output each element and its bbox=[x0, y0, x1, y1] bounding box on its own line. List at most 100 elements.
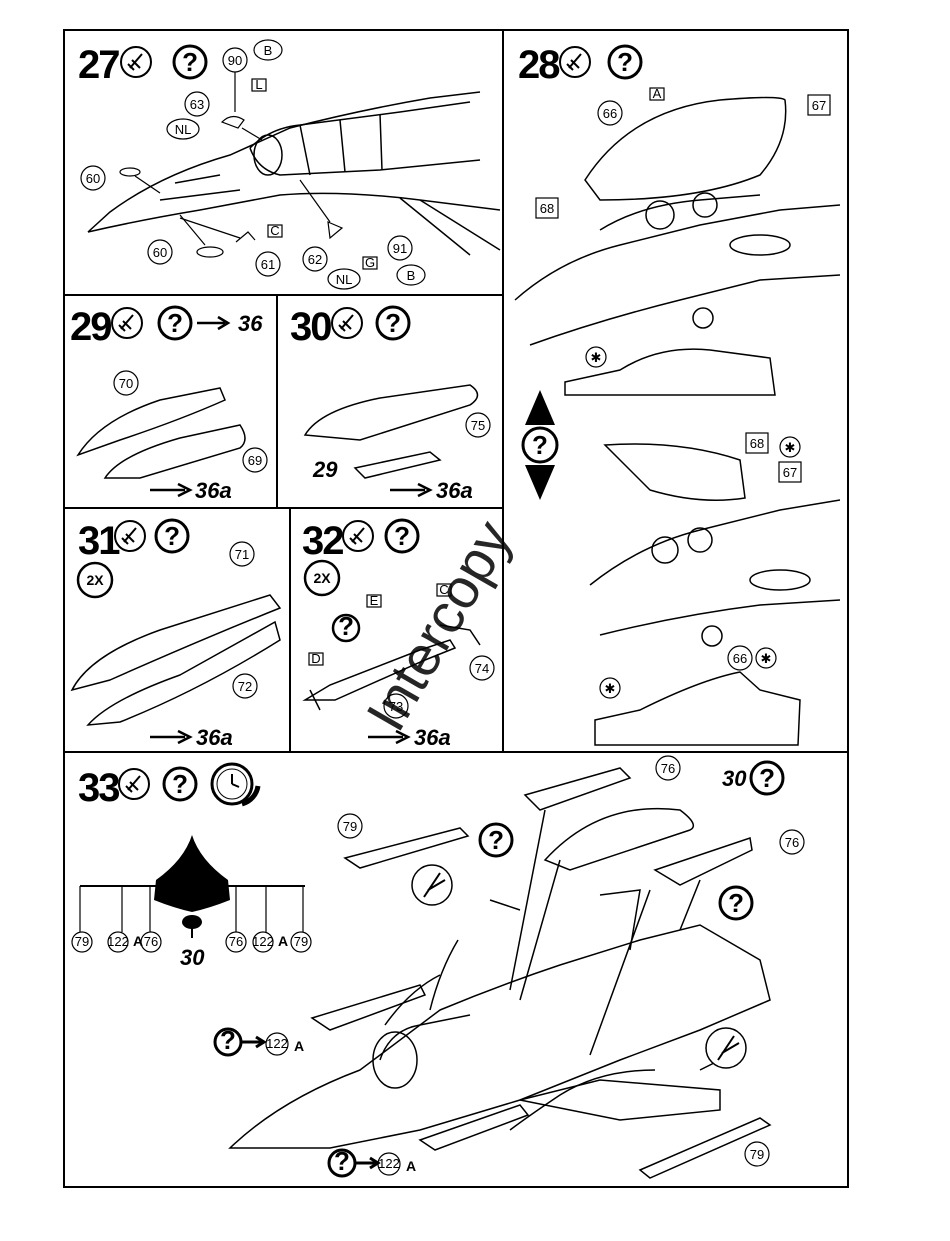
help-icon: ? bbox=[164, 768, 196, 800]
svg-text:2X: 2X bbox=[313, 570, 331, 586]
star-marker: ✱ bbox=[586, 347, 606, 367]
svg-text:G: G bbox=[365, 255, 375, 270]
svg-text:76: 76 bbox=[785, 835, 799, 850]
help-icon: ? bbox=[751, 762, 783, 794]
part-79-top: 79 bbox=[338, 814, 362, 838]
svg-text:?: ? bbox=[728, 888, 744, 918]
cockpit-drawing-detail-2 bbox=[595, 672, 800, 745]
svg-text:2X: 2X bbox=[86, 572, 104, 588]
svg-text:NL: NL bbox=[336, 272, 353, 287]
callout-76-left: 76 bbox=[141, 932, 161, 952]
goto-arrow bbox=[150, 731, 190, 743]
svg-text:70: 70 bbox=[119, 376, 133, 391]
step-number: 30 bbox=[290, 305, 331, 349]
callout-122-left: 122 A bbox=[107, 932, 143, 952]
svg-text:✱: ✱ bbox=[785, 440, 796, 455]
part-68-middle: 68 bbox=[746, 433, 768, 453]
svg-text:?: ? bbox=[488, 825, 504, 855]
goto-step: 36a bbox=[436, 478, 473, 503]
svg-text:B: B bbox=[264, 43, 273, 58]
part-60-top: 60 bbox=[81, 166, 160, 193]
svg-text:76: 76 bbox=[229, 934, 243, 949]
goto-step: 36a bbox=[195, 478, 232, 503]
svg-text:79: 79 bbox=[750, 1147, 764, 1162]
decal-L: L bbox=[252, 77, 266, 92]
goto-step: 36 bbox=[238, 311, 263, 336]
svg-text:?: ? bbox=[172, 769, 188, 799]
part-66-bottom: 66 bbox=[728, 646, 752, 670]
part-74: 74 bbox=[470, 656, 494, 680]
svg-text:76: 76 bbox=[661, 761, 675, 776]
svg-text:?: ? bbox=[617, 47, 633, 77]
help-icon: ? bbox=[720, 887, 752, 919]
svg-text:?: ? bbox=[334, 1146, 350, 1176]
svg-text:C: C bbox=[270, 223, 279, 238]
callout-79-left: 79 bbox=[72, 932, 92, 952]
svg-text:?: ? bbox=[532, 430, 548, 460]
part-75: 75 bbox=[466, 413, 490, 437]
svg-text:?: ? bbox=[759, 763, 775, 793]
svg-text:69: 69 bbox=[248, 453, 262, 468]
svg-text:60: 60 bbox=[86, 171, 100, 186]
svg-text:68: 68 bbox=[540, 201, 554, 216]
step-33: 33 ? 30 ? bbox=[72, 756, 804, 1178]
aircraft-nose-drawing bbox=[88, 92, 500, 255]
part-69: 69 bbox=[243, 448, 267, 472]
badge-NL-top: NL bbox=[167, 119, 199, 139]
svg-text:?: ? bbox=[182, 47, 198, 77]
part-60-bottom: 60 bbox=[148, 215, 223, 264]
watermark: Intercopy bbox=[354, 510, 524, 741]
quantity-badge: 2X bbox=[305, 561, 339, 595]
part-67-top: 67 bbox=[808, 95, 830, 115]
svg-text:E: E bbox=[370, 593, 379, 608]
callout-76-right: 76 bbox=[226, 932, 246, 952]
svg-text:79: 79 bbox=[294, 934, 308, 949]
svg-text:✱: ✱ bbox=[591, 350, 602, 365]
svg-text:91: 91 bbox=[393, 241, 407, 256]
glue-icon bbox=[112, 308, 142, 338]
svg-text:A: A bbox=[278, 933, 288, 949]
svg-text:✱: ✱ bbox=[761, 651, 772, 666]
svg-text:60: 60 bbox=[153, 245, 167, 260]
svg-text:?: ? bbox=[220, 1025, 236, 1055]
glue-icon bbox=[119, 769, 149, 799]
callout-79-right: 79 bbox=[291, 932, 311, 952]
glue-icon bbox=[343, 521, 373, 551]
step-27: 27 ? 60 60 bbox=[78, 40, 500, 289]
part-61: 61 bbox=[180, 218, 280, 276]
goto-arrow bbox=[197, 317, 228, 329]
part-91: 91 bbox=[388, 236, 412, 260]
nozzle-icon bbox=[706, 1028, 746, 1068]
svg-text:?: ? bbox=[394, 521, 410, 551]
step-30: 30 ? 29 75 36a bbox=[290, 305, 490, 503]
star-marker: ✱ bbox=[780, 437, 800, 457]
help-icon: ? bbox=[609, 46, 641, 78]
svg-text:A: A bbox=[294, 1038, 304, 1054]
svg-text:67: 67 bbox=[783, 465, 797, 480]
help-icon: ? bbox=[156, 520, 188, 552]
decal-D: D bbox=[309, 651, 323, 666]
help-icon: ? bbox=[174, 46, 206, 78]
nav-arrow: ? bbox=[523, 390, 557, 500]
svg-text:63: 63 bbox=[190, 97, 204, 112]
cockpit-drawing-middle bbox=[590, 444, 840, 646]
help-icon: ? bbox=[377, 307, 409, 339]
svg-text:79: 79 bbox=[343, 819, 357, 834]
step-28: 28 ? 66 A 67 bbox=[515, 43, 840, 745]
svg-text:?: ? bbox=[338, 611, 354, 641]
part-71: 71 bbox=[230, 542, 254, 566]
svg-text:76: 76 bbox=[144, 934, 158, 949]
goto-step: 36a bbox=[196, 725, 233, 750]
glue-icon bbox=[560, 47, 590, 77]
svg-text:B: B bbox=[407, 268, 416, 283]
svg-text:68: 68 bbox=[750, 436, 764, 451]
svg-text:71: 71 bbox=[235, 547, 249, 562]
decal-C: C bbox=[268, 223, 282, 238]
ref-30-top: 30 bbox=[722, 766, 747, 791]
part-63: 63 bbox=[185, 92, 262, 140]
svg-text:75: 75 bbox=[471, 418, 485, 433]
help-icon: ? bbox=[480, 824, 512, 856]
svg-text:61: 61 bbox=[261, 257, 275, 272]
cockpit-drawing-top bbox=[515, 98, 840, 346]
